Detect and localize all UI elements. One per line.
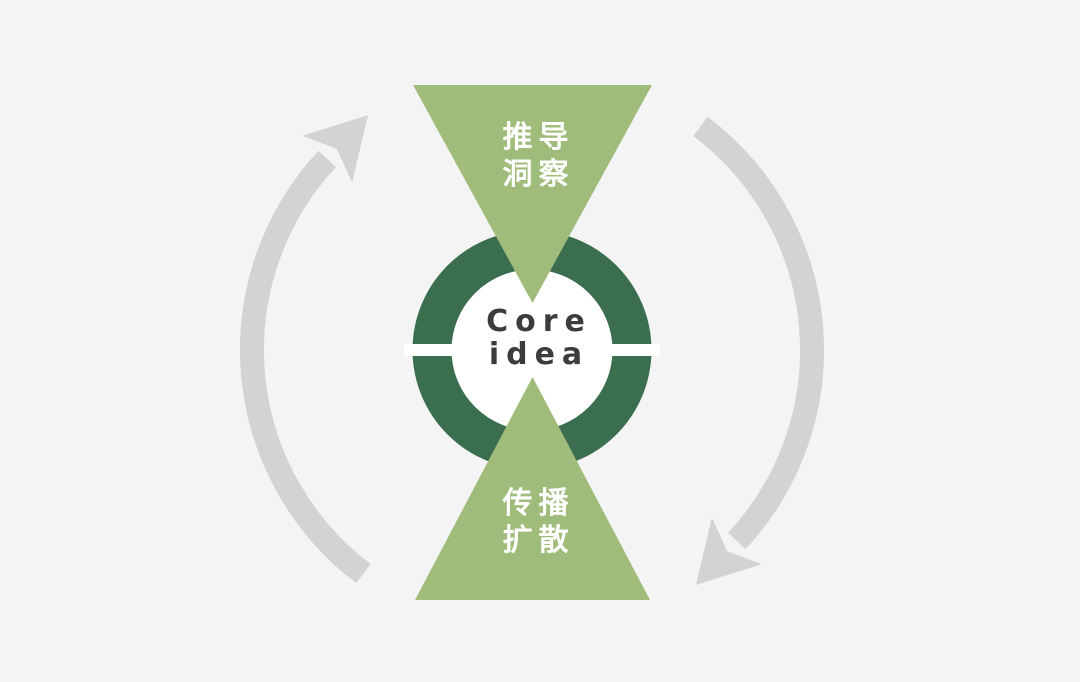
core-idea-label: Core idea [432, 305, 639, 371]
cycle-arrow-left-arc [239, 150, 371, 584]
bottom-triangle-label: 传播 扩散 [415, 485, 656, 559]
bottom-triangle-label-line2: 扩散 [502, 523, 575, 558]
cycle-arrow-right-head [695, 517, 762, 585]
top-triangle [413, 85, 652, 303]
core-inner-circle [451, 269, 613, 431]
ring-notch-left [404, 344, 462, 356]
core-idea-label-line2: idea [488, 337, 590, 372]
ring-notch-right [602, 344, 660, 356]
top-triangle-label-line1: 推导 [502, 120, 575, 155]
cycle-arrow-right-icon [693, 116, 825, 585]
cycle-arrow-left-icon [239, 115, 371, 584]
bottom-triangle [415, 377, 650, 600]
cycle-arrow-left-head [302, 115, 369, 183]
core-idea-label-line1: Core [486, 304, 592, 339]
top-triangle-label: 推导 洞察 [413, 119, 658, 193]
cycle-arrow-right-arc [693, 116, 825, 550]
bottom-triangle-label-line1: 传播 [502, 486, 575, 521]
top-triangle-label-line2: 洞察 [502, 157, 575, 192]
